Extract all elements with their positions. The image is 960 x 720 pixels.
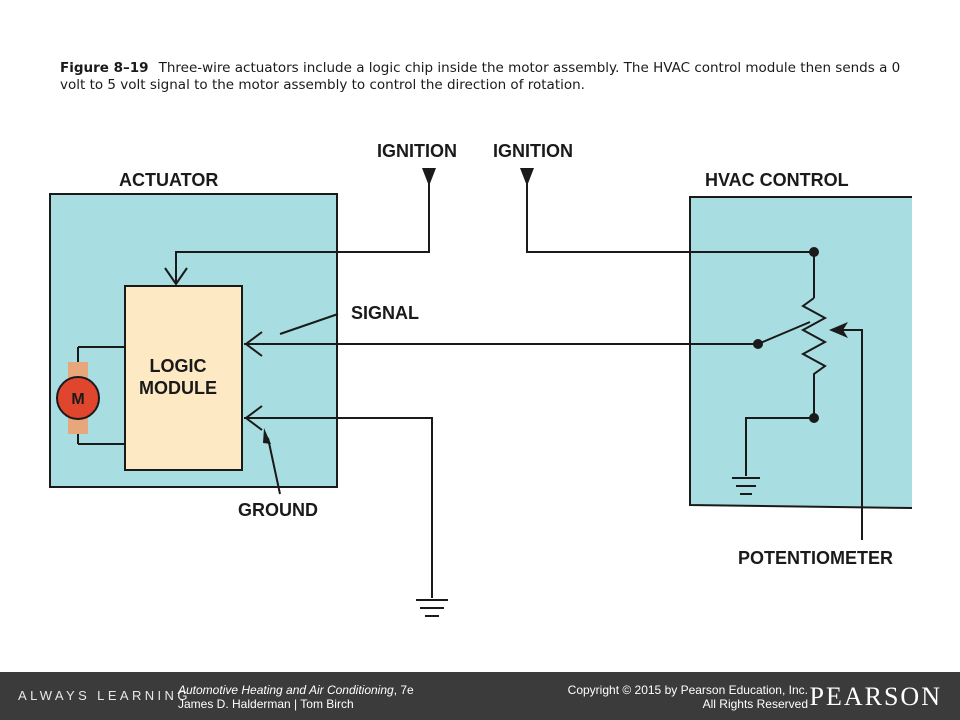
book-authors: James D. Halderman | Tom Birch: [178, 697, 354, 711]
rights-text: All Rights Reserved: [702, 697, 808, 711]
logic-module-label-line2: MODULE: [139, 378, 217, 398]
always-learning-tagline: ALWAYS LEARNING: [18, 688, 191, 703]
signal-leader: [279, 313, 339, 335]
motor-symbol: [56, 346, 125, 445]
book-edition: , 7e: [393, 683, 414, 697]
copyright-info: Copyright © 2015 by Pearson Education, I…: [568, 683, 808, 711]
label-ground: GROUND: [238, 500, 318, 520]
pot-wiper: [757, 321, 811, 345]
book-info: Automotive Heating and Air Conditioning,…: [178, 683, 414, 711]
logic-module-label-line1: LOGIC: [150, 356, 207, 376]
ignition-left-arrow: [422, 168, 436, 186]
hvac-control-box: [689, 196, 913, 509]
label-hvac-control: HVAC CONTROL: [705, 170, 849, 190]
label-actuator: ACTUATOR: [119, 170, 218, 190]
figure-caption-text: Three-wire actuators include a logic chi…: [60, 60, 901, 93]
label-signal: SIGNAL: [351, 303, 419, 323]
ground-wire: [244, 405, 448, 617]
motor-label: M: [71, 391, 84, 408]
label-potentiometer: POTENTIOMETER: [738, 548, 893, 568]
ignition-right-wire: [526, 172, 815, 298]
figure-label: Figure 8–19: [60, 60, 149, 76]
signal-wire: [244, 331, 758, 357]
label-ignition-right: IGNITION: [493, 141, 573, 161]
wiring-diagram: IGNITION IGNITION ACTUATOR HVAC CONTROL …: [49, 141, 913, 617]
label-ignition-left: IGNITION: [377, 141, 457, 161]
logic-module-box: [124, 285, 243, 471]
ignition-right-arrow: [520, 168, 534, 186]
hvac-ground-wire: [732, 417, 814, 495]
footer-bar: ALWAYS LEARNING Automotive Heating and A…: [0, 672, 960, 720]
copyright-text: Copyright © 2015 by Pearson Education, I…: [567, 683, 808, 697]
pearson-logo: PEARSON: [809, 682, 942, 711]
ignition-left-wire: [164, 172, 430, 286]
ground-leader: [263, 428, 281, 495]
potentiometer-resistor: [800, 297, 828, 418]
potentiometer-pointer: [840, 329, 863, 540]
pot-top-junction: [809, 247, 819, 257]
book-title: Automotive Heating and Air Conditioning: [178, 683, 394, 697]
potentiometer-pointer-arrow: [829, 322, 848, 338]
